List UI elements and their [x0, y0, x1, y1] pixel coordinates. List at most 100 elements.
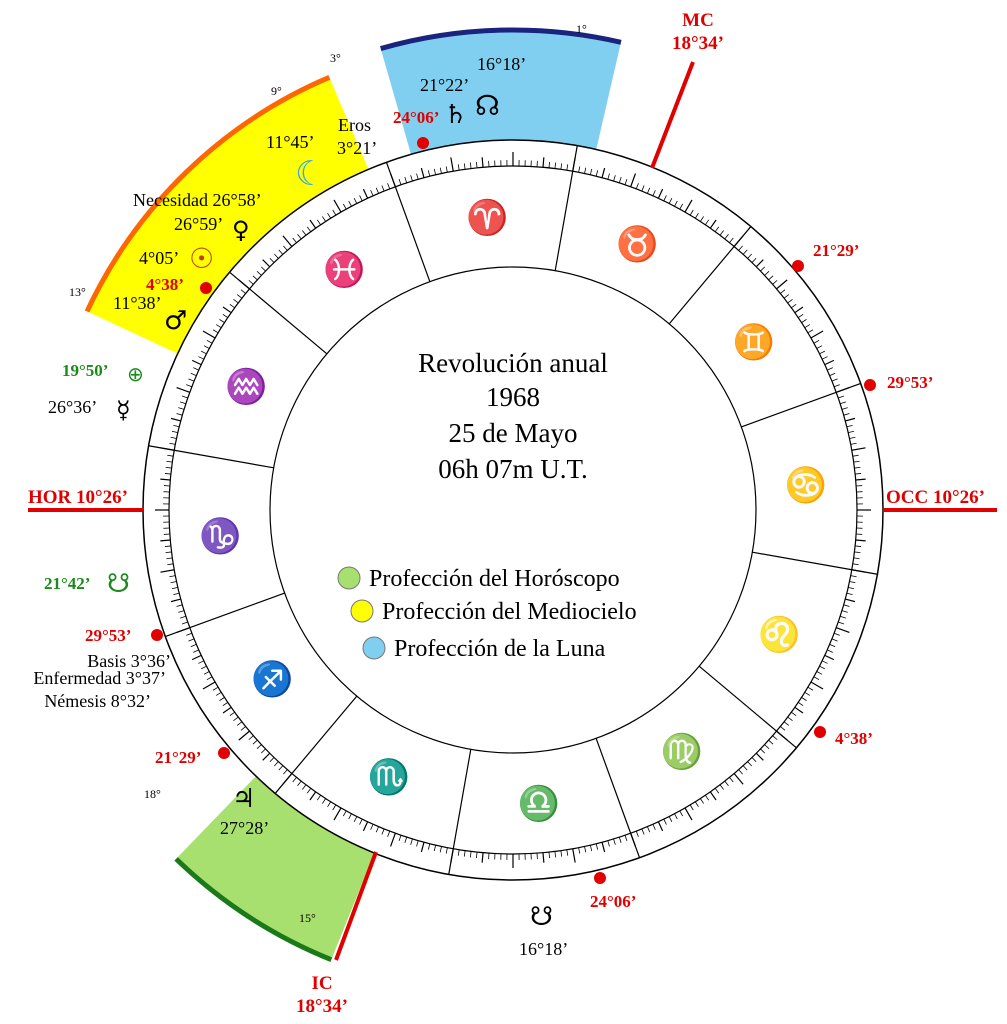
degree-tick — [845, 417, 856, 422]
degree-tick — [542, 852, 545, 863]
degree-tick — [215, 691, 222, 696]
degree-tick — [607, 173, 610, 180]
saturn-icon: ♄ — [444, 100, 467, 130]
degree-tick — [178, 407, 185, 410]
degree-tick — [816, 345, 823, 349]
cusp-dot — [200, 282, 212, 294]
cusp-value: 4°38’ — [146, 275, 184, 294]
degree-tick — [797, 313, 804, 318]
degree-tick — [171, 586, 178, 590]
degree-tick — [260, 266, 266, 272]
degree-tick — [747, 253, 752, 259]
degree-tick — [178, 610, 185, 613]
degree-tick — [381, 828, 385, 835]
degree-tick — [167, 563, 174, 566]
degree-tick — [165, 466, 172, 469]
degree-tick — [855, 473, 862, 475]
degree-tick — [170, 581, 177, 584]
cusp-value: 29°53’ — [85, 626, 131, 645]
degree-tick — [160, 539, 171, 542]
enfermedad-label: Enfermedad 3°37’ — [33, 668, 166, 688]
degree-tick — [327, 212, 332, 219]
degree-tick — [618, 837, 622, 843]
degree-tick — [236, 294, 243, 299]
degree-tick — [176, 604, 183, 607]
degree-tick — [219, 319, 225, 323]
degree-tick — [849, 581, 856, 584]
degree-tick — [165, 551, 172, 554]
degree-tick — [297, 233, 302, 240]
degree-tick — [278, 765, 284, 771]
degree-tick — [810, 681, 824, 690]
degree-tick — [852, 454, 859, 457]
degree-tick — [353, 197, 358, 204]
degree-tick — [831, 638, 838, 642]
legend-label-luna: Profección de la Luna — [394, 636, 606, 662]
legend-label-mediocielo: Profección del Mediocielo — [382, 599, 637, 625]
degree-tick — [212, 329, 219, 334]
degree-tick — [445, 847, 448, 854]
saturn-value: 21°22’ — [420, 75, 469, 95]
degree-tick — [200, 350, 207, 355]
mercury-value: 26°36’ — [48, 397, 97, 417]
degree-tick — [190, 372, 197, 376]
degree-tick — [248, 280, 254, 285]
degree-tick — [787, 299, 793, 304]
degree-tick — [724, 780, 729, 787]
venus-value: 26°59’ — [174, 214, 223, 234]
degree-tick — [829, 372, 836, 376]
degree-tick — [848, 430, 855, 434]
degree-tick — [173, 424, 180, 428]
degree-tick — [760, 748, 766, 754]
degree-tick — [694, 801, 699, 808]
degree-tick — [262, 752, 271, 761]
degree-tick — [834, 384, 840, 388]
degree-tick — [236, 721, 243, 726]
degree-tick — [160, 478, 171, 481]
degree-tick — [657, 821, 664, 832]
degree-tick — [768, 739, 774, 745]
degree-tick — [457, 164, 460, 171]
degree-tick — [342, 810, 347, 817]
degree-tick — [848, 586, 855, 590]
degree-tick — [714, 788, 720, 794]
degree-tick — [353, 816, 358, 823]
degree-tick — [200, 665, 207, 670]
degree-tick — [191, 654, 202, 661]
degree-tick — [180, 615, 186, 619]
degree-tick — [705, 794, 710, 801]
degree-tick — [810, 330, 824, 339]
degree-tick — [203, 671, 210, 675]
degree-tick — [186, 384, 192, 388]
degree-tick — [469, 851, 472, 858]
degree-tick — [198, 356, 204, 360]
degree-tick — [846, 592, 853, 596]
degree-tick — [584, 846, 587, 853]
degree-tick — [309, 219, 317, 229]
degree-tick — [256, 271, 262, 276]
sun-icon: ☉ — [189, 242, 214, 275]
degree-tick — [834, 632, 840, 636]
degree-tick — [595, 843, 599, 850]
degree-tick — [398, 835, 402, 842]
legend-label-horoscopo: Profección del Horóscopo — [369, 566, 620, 592]
sign-division-line — [165, 592, 285, 638]
degree-tick — [252, 739, 258, 745]
chart-title: Revolución anual — [418, 348, 608, 378]
degree-tick — [166, 557, 173, 560]
cusp-dot — [151, 629, 163, 641]
sun-value: 4°05’ — [139, 248, 179, 268]
degree-tick — [387, 831, 391, 837]
degree-tick — [169, 442, 176, 445]
degree-tick — [827, 649, 833, 653]
degree-tick — [760, 266, 766, 272]
degree-tick — [709, 791, 717, 801]
degree-tick — [333, 807, 342, 821]
cusp-value: 21°29’ — [813, 241, 859, 260]
degree-tick — [589, 168, 593, 175]
degree-tick — [578, 166, 581, 173]
degree-tick — [855, 539, 866, 542]
degree-tick — [630, 173, 637, 187]
degree-tick — [852, 563, 859, 566]
degree-tick — [613, 838, 616, 845]
